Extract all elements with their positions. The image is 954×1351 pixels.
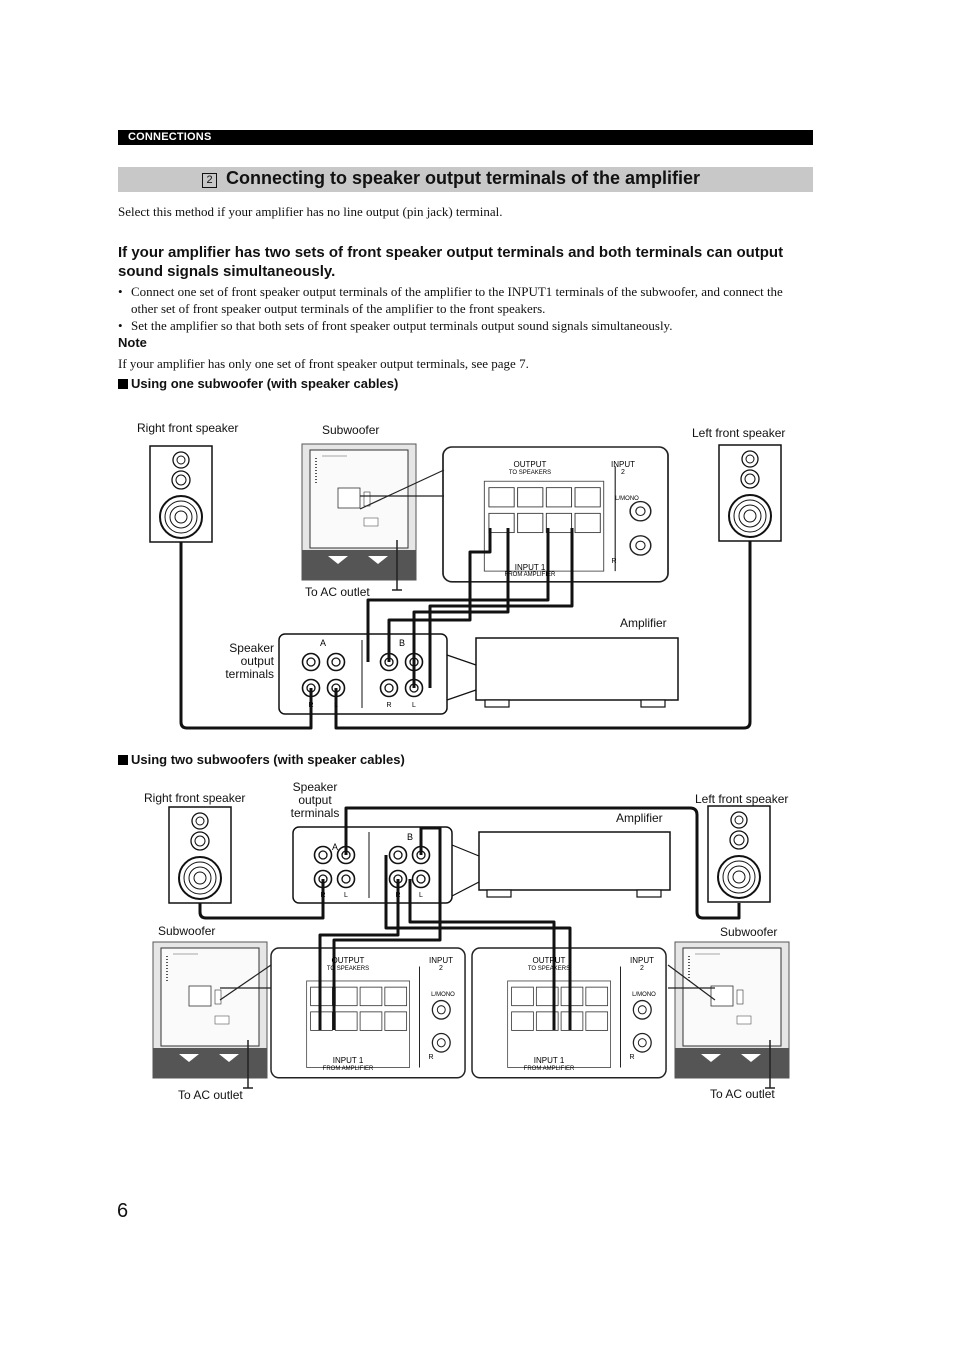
d1-panel-to-speakers-label: TO SPEAKERS: [509, 470, 551, 476]
d2-amplifier-label: Amplifier: [616, 811, 663, 825]
square-bullet-icon: [118, 379, 128, 389]
d2-right-panel-input2-number: 2: [640, 965, 644, 972]
d2-right-front-speaker-label: Right front speaker: [144, 791, 246, 805]
d1-subwoofer-label: Subwoofer: [322, 423, 380, 437]
d1-speaker-output-terminals: [278, 633, 448, 715]
d2-left-panel-input2-label: INPUT: [429, 956, 453, 965]
d1-left-front-speaker: [718, 444, 782, 542]
note-text: If your amplifier has only one set of fr…: [118, 356, 529, 371]
d2-left-panel-input2-number: 2: [439, 965, 443, 972]
d2-subwoofer-right-label: Subwoofer: [720, 925, 778, 939]
d2-right-front-speaker: [168, 806, 232, 904]
d2-right-panel-output-label: OUTPUT: [533, 956, 566, 965]
d2-terminal-group-b: B: [407, 832, 413, 842]
d1-right-front-speaker-label: Right front speaker: [137, 421, 239, 435]
d2-to-ac-outlet-right-label: To AC outlet: [710, 1087, 775, 1101]
d2-left-panel-from-amplifier-label: FROM AMPLIFIER: [323, 1066, 374, 1072]
d2-subwoofer-left-label: Subwoofer: [158, 924, 216, 938]
d2-terminal-channel-label: L: [419, 892, 423, 899]
d1-terminal-channel-label: R: [308, 702, 313, 709]
note-label: Note: [118, 335, 147, 350]
d2-terminal-channel-label: R: [320, 892, 325, 899]
d1-panel-mono-label: L/MONO: [615, 496, 639, 502]
title-box: 2 Connecting to speaker output terminals…: [118, 167, 813, 192]
d1-terminal-channel-label: R: [386, 702, 391, 709]
section-heading: If your amplifier has two sets of front …: [118, 244, 784, 280]
d2-amplifier: [478, 831, 671, 891]
bullet-item-2: Set the amplifier so that both sets of f…: [118, 317, 808, 334]
diagram1-heading: Using one subwoofer (with speaker cables…: [118, 376, 398, 391]
d2-right-panel-input2-label: INPUT: [630, 956, 654, 965]
d1-terminal-group-b: B: [399, 638, 405, 648]
intro-paragraph: Select this method if your amplifier has…: [118, 204, 503, 219]
d1-terminal-group-a: A: [320, 638, 326, 648]
bullet-item-1: Connect one set of front speaker output …: [118, 283, 808, 317]
d2-terminal-channel-label: R: [395, 892, 400, 899]
d2-right-panel-to-speakers-label: TO SPEAKERS: [528, 966, 570, 972]
d2-right-panel-from-amplifier-label: FROM AMPLIFIER: [524, 1066, 575, 1072]
d1-speaker-output-terminals-label: Speaker output terminals: [225, 641, 274, 681]
d1-panel-input2-label: INPUT: [611, 460, 635, 469]
d2-terminal-group-a: A: [332, 842, 338, 852]
d1-terminal-channel-label: L: [334, 702, 338, 709]
d1-panel-input1-label: INPUT 1: [515, 563, 546, 572]
d2-subwoofer-right: [674, 941, 790, 1079]
section-header-label: CONNECTIONS: [128, 131, 212, 143]
d2-terminal-channel-label: L: [344, 892, 348, 899]
diagram2-heading: Using two subwoofers (with speaker cable…: [118, 752, 405, 767]
d1-right-front-speaker: [149, 445, 213, 543]
d2-left-panel-output-label: OUTPUT: [332, 956, 365, 965]
d2-left-panel-input1-label: INPUT 1: [333, 1056, 364, 1065]
d2-speaker-cables: [198, 806, 741, 1030]
d1-panel-input2-number: 2: [621, 469, 625, 476]
d2-speaker-output-terminals-label: Speaker output terminals: [290, 780, 340, 820]
d2-left-panel-to-speakers-label: TO SPEAKERS: [327, 966, 369, 972]
d2-left-panel-r-label: R: [428, 1054, 433, 1061]
d2-subwoofer-left: [152, 941, 268, 1079]
d1-amplifier-label: Amplifier: [620, 616, 667, 630]
d2-speaker-output-terminals: [292, 826, 453, 904]
d1-subwoofer: [301, 443, 417, 581]
d1-panel-r-label: R: [611, 558, 616, 565]
d1-to-ac-outlet-label: To AC outlet: [305, 585, 370, 599]
page-number: 6: [117, 1200, 129, 1222]
d1-amplifier: [475, 637, 679, 701]
page-title: Connecting to speaker output terminals o…: [226, 168, 701, 188]
d1-panel-output-label: OUTPUT: [514, 460, 547, 469]
d2-left-panel-mono-label: L/MONO: [431, 992, 455, 998]
d1-terminal-channel-label: L: [412, 702, 416, 709]
d2-right-panel-mono-label: L/MONO: [632, 992, 656, 998]
d2-to-ac-outlet-left-label: To AC outlet: [178, 1088, 243, 1102]
square-bullet-icon: [118, 755, 128, 765]
d2-left-front-speaker: [707, 805, 771, 903]
d2-right-panel-input1-label: INPUT 1: [534, 1056, 565, 1065]
d2-right-panel-r-label: R: [629, 1054, 634, 1061]
section-header-bar: CONNECTIONS: [118, 130, 813, 145]
title-number: 2: [202, 173, 217, 188]
d1-panel-from-amplifier-label: FROM AMPLIFIER: [505, 572, 556, 578]
d2-left-front-speaker-label: Left front speaker: [695, 792, 789, 806]
d1-left-front-speaker-label: Left front speaker: [692, 426, 786, 440]
d1-speaker-cables: [179, 528, 752, 730]
